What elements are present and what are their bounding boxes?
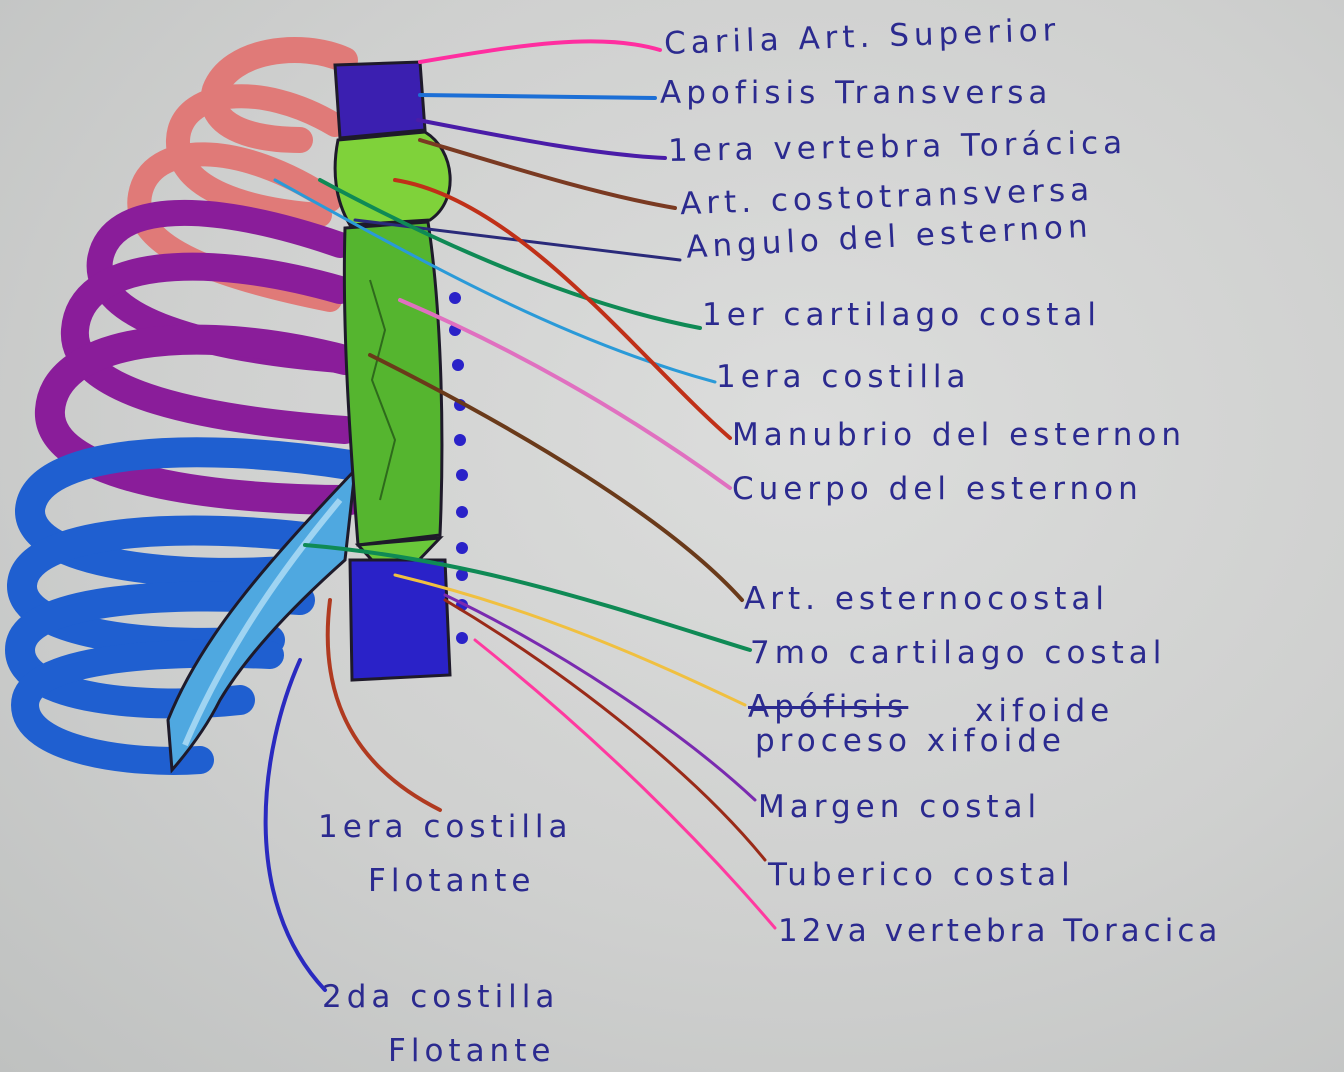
label-7mo-cartilago: 7mo cartilago costal xyxy=(750,638,1166,669)
thoracic-vertebra-12 xyxy=(350,560,450,680)
leader-margen xyxy=(445,595,755,800)
label-margen-costal: Margen costal xyxy=(758,792,1041,823)
leader-carilla xyxy=(420,41,660,62)
leader-apofisis xyxy=(420,95,655,98)
label-2da-flotante-line1: 2da costilla xyxy=(322,982,559,1013)
thoracic-vertebra-1 xyxy=(335,62,425,138)
label-1era-flotante-line1: 1era costilla xyxy=(318,812,573,843)
leader-art-costotransversa xyxy=(420,140,675,208)
label-proceso-xifoide: proceso xifoide xyxy=(755,726,1066,757)
label-cuerpo-esternon: Cuerpo del esternon xyxy=(732,474,1143,505)
label-art-esternocostal: Art. esternocostal xyxy=(744,584,1109,615)
label-apofisis-struck: Apófisis xyxy=(748,692,908,723)
sternum-column xyxy=(335,62,450,680)
label-1era-flotante-line2: Flotante xyxy=(368,866,535,897)
leader-2da-flotante xyxy=(266,660,325,990)
label-1er-cartilago: 1er cartilago costal xyxy=(702,300,1101,331)
rib-cage xyxy=(20,50,350,761)
label-tuberculo-costal: Tuberico costal xyxy=(768,860,1075,891)
label-apofisis-transversa: Apofisis Transversa xyxy=(660,78,1052,109)
label-1era-vertebra: 1era vertebra Torácica xyxy=(668,128,1128,167)
label-manubrio: Manubrio del esternon xyxy=(732,420,1186,451)
label-12va-vertebra: 12va vertebra Toracica xyxy=(778,916,1221,947)
label-1era-costilla: 1era costilla xyxy=(716,362,971,393)
label-2da-flotante-line2: Flotante xyxy=(388,1036,555,1067)
